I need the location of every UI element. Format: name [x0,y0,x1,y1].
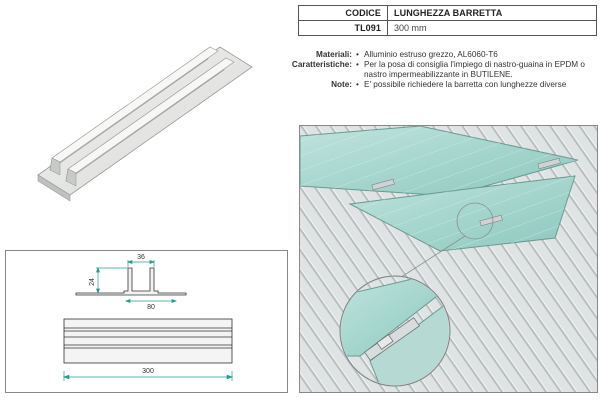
dim-length: 300 [142,368,154,375]
installation-illustration [300,126,597,392]
bullet-icon: • [356,60,359,69]
dim-height: 24 [89,278,96,286]
table-row: TL091 300 mm [298,20,597,36]
header-length: LUNGHEZZA BARRETTA [387,5,597,21]
table-header-row: CODICE LUNGHEZZA BARRETTA [298,5,597,21]
note-caratteristiche: Caratteristiche: • Per la posa di consigl… [280,60,598,80]
row-code: TL091 [298,20,388,36]
notes-block: Materiali: • Alluminio estruso grezzo, AL… [280,50,598,90]
materiali-value: Alluminio estruso grezzo, AL6060-T6 [364,50,498,59]
installation-photo [299,125,598,393]
spec-table: CODICE LUNGHEZZA BARRETTA TL091 300 mm [298,5,597,36]
product-render [37,46,253,202]
note-label: Note: [331,80,352,89]
technical-drawing-panel: 36 24 80 300 [5,250,288,393]
note-note: Note: • E' possibile richiedere la barret… [280,80,598,90]
dim-width-base: 80 [147,304,155,311]
bullet-icon: • [356,50,359,59]
plan-view [63,318,233,364]
row-length: 300 mm [387,20,597,36]
caratteristiche-value: Per la posa di consiglia l'impiego di na… [364,60,585,79]
header-code: CODICE [298,5,388,21]
caratteristiche-label: Caratteristiche: [291,60,352,69]
bullet-icon: • [356,80,359,89]
dim-width-top: 36 [137,254,145,261]
technical-drawing: 36 24 80 300 [62,254,234,381]
note-materiali: Materiali: • Alluminio estruso grezzo, AL… [280,50,598,60]
note-value: E' possibile richiedere la barretta con … [364,80,567,89]
materiali-label: Materiali: [316,50,352,59]
